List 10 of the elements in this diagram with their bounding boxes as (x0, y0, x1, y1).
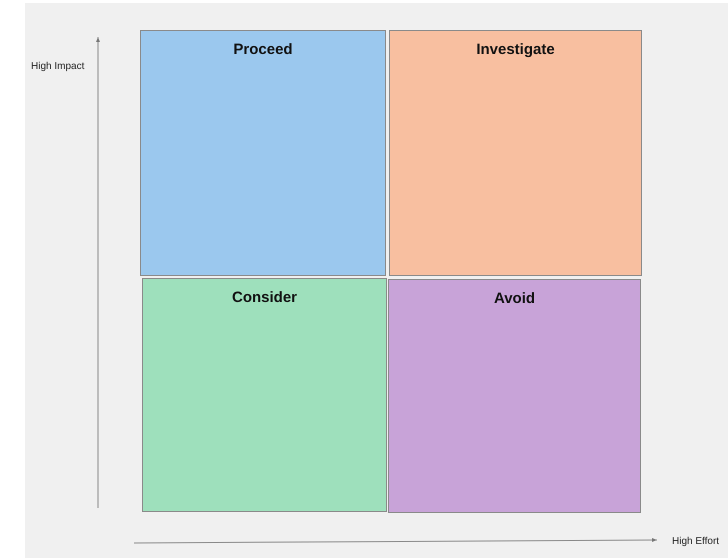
quadrant-title: Proceed (233, 41, 293, 58)
axis-label: High Effort (672, 536, 720, 547)
axis-label: High Impact (31, 61, 84, 72)
quadrant-box (142, 278, 387, 512)
quadrant-box (388, 279, 641, 513)
quadrant-title: Consider (232, 289, 297, 306)
quadrant-box (389, 30, 642, 276)
quadrant-title: Avoid (494, 290, 536, 307)
quadrant-title: Investigate (476, 41, 555, 58)
quadrant-box (140, 30, 386, 276)
